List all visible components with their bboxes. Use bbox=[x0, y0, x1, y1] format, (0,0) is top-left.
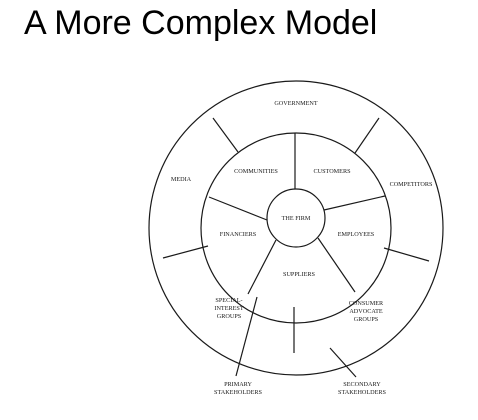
label-consumer-advocate-line3: GROUPS bbox=[354, 316, 379, 323]
label-financiers: FINANCIERS bbox=[220, 231, 257, 238]
firm-circle bbox=[266, 188, 326, 248]
label-employees: EMPLOYEES bbox=[338, 231, 375, 238]
slide-title: A More Complex Model bbox=[24, 4, 378, 42]
outer-ring bbox=[148, 80, 444, 376]
label-consumer-advocate-line2: ADVOCATE bbox=[349, 308, 383, 315]
label-special-interest-line1: SPECIAL- bbox=[215, 297, 242, 304]
label-secondary-line2: STAKEHOLDERS bbox=[338, 389, 387, 396]
label-secondary-line1: SECONDARY bbox=[343, 381, 381, 388]
middle-ring bbox=[200, 132, 392, 324]
label-government: GOVERNMENT bbox=[274, 100, 318, 107]
label-consumer-advocate-line1: CONSUMER bbox=[349, 300, 384, 307]
label-suppliers: SUPPLIERS bbox=[283, 271, 316, 278]
label-communities: COMMUNITIES bbox=[234, 168, 278, 175]
label-special-interest-line2: INTEREST bbox=[214, 305, 243, 312]
label-primary-line2: STAKEHOLDERS bbox=[214, 389, 263, 396]
divider-inner-lower-right bbox=[317, 237, 356, 293]
label-competitors: COMPETITORS bbox=[390, 181, 433, 188]
divider-outer-right bbox=[383, 247, 430, 262]
divider-outer-top-left bbox=[212, 117, 239, 153]
divider-inner-right bbox=[323, 195, 386, 211]
label-customers: CUSTOMERS bbox=[313, 168, 351, 175]
divider-inner-lower-left bbox=[247, 239, 277, 295]
secondary-pointer-line bbox=[329, 347, 357, 378]
label-the-firm: THE FIRM bbox=[282, 215, 311, 222]
label-media: MEDIA bbox=[171, 176, 192, 183]
divider-outer-left bbox=[162, 245, 209, 259]
divider-outer-top-right bbox=[354, 117, 380, 154]
primary-pointer-line bbox=[235, 296, 258, 377]
label-primary-line1: PRIMARY bbox=[224, 381, 252, 388]
divider-inner-left bbox=[208, 196, 268, 221]
label-special-interest-line3: GROUPS bbox=[217, 313, 242, 320]
